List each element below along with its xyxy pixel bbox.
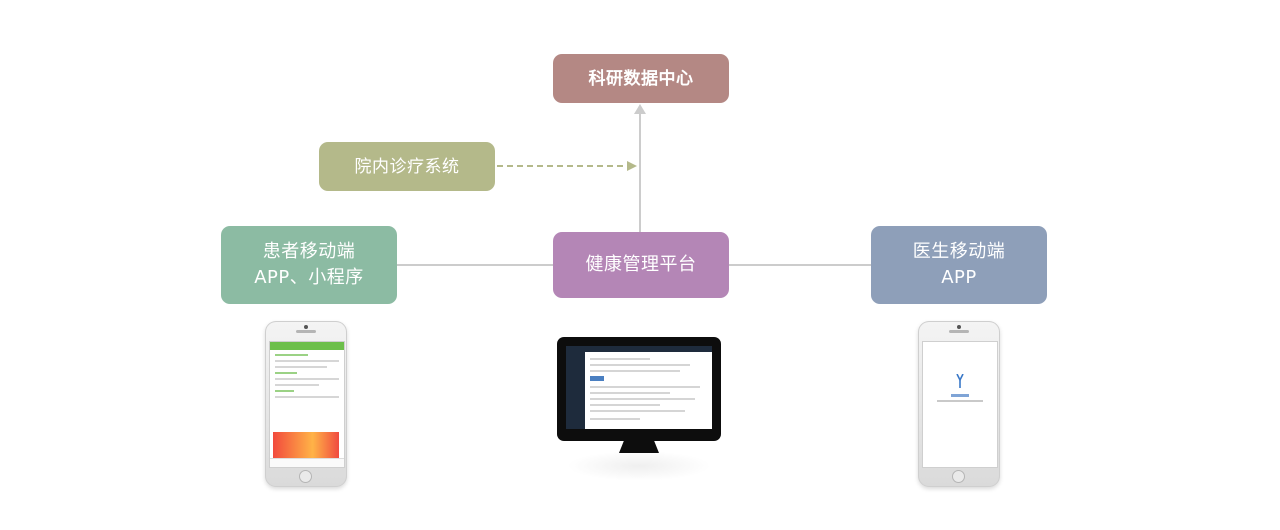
node-sublabel: APP <box>941 267 977 288</box>
doctor-phone-image <box>918 321 1000 487</box>
desktop-monitor-image <box>557 337 721 487</box>
node-label: 健康管理平台 <box>585 254 697 275</box>
monitor-screen <box>566 346 712 429</box>
phone-screen <box>269 341 345 468</box>
node-health-platform: 健康管理平台 <box>553 232 729 298</box>
phone-home-button <box>952 470 965 483</box>
arrowhead-his <box>627 161 637 171</box>
node-label: 科研数据中心 <box>588 68 694 89</box>
patient-phone-image <box>265 321 347 487</box>
phone-screen <box>922 341 998 468</box>
phone-camera <box>304 325 308 329</box>
phone-camera <box>957 325 961 329</box>
arrowhead-research <box>634 104 646 114</box>
app-logo-icon <box>956 374 964 388</box>
app-header-bar <box>270 342 344 350</box>
node-research-data-center: 科研数据中心 <box>553 54 729 103</box>
monitor-frame <box>557 337 721 441</box>
phone-home-button <box>299 470 312 483</box>
phone-speaker <box>296 330 316 333</box>
app-banner-image <box>273 432 339 458</box>
phone-speaker <box>949 330 969 333</box>
monitor-stand <box>619 441 659 453</box>
node-label: 院内诊疗系统 <box>354 156 460 177</box>
node-sublabel: APP、小程序 <box>254 267 364 288</box>
node-patient-mobile: 患者移动端 APP、小程序 <box>221 226 397 304</box>
node-label: 医生移动端 <box>912 241 1006 262</box>
app-tab-bar <box>270 458 344 467</box>
node-label: 患者移动端 <box>262 241 356 262</box>
node-hospital-system: 院内诊疗系统 <box>319 142 495 191</box>
node-doctor-mobile: 医生移动端 APP <box>871 226 1047 304</box>
